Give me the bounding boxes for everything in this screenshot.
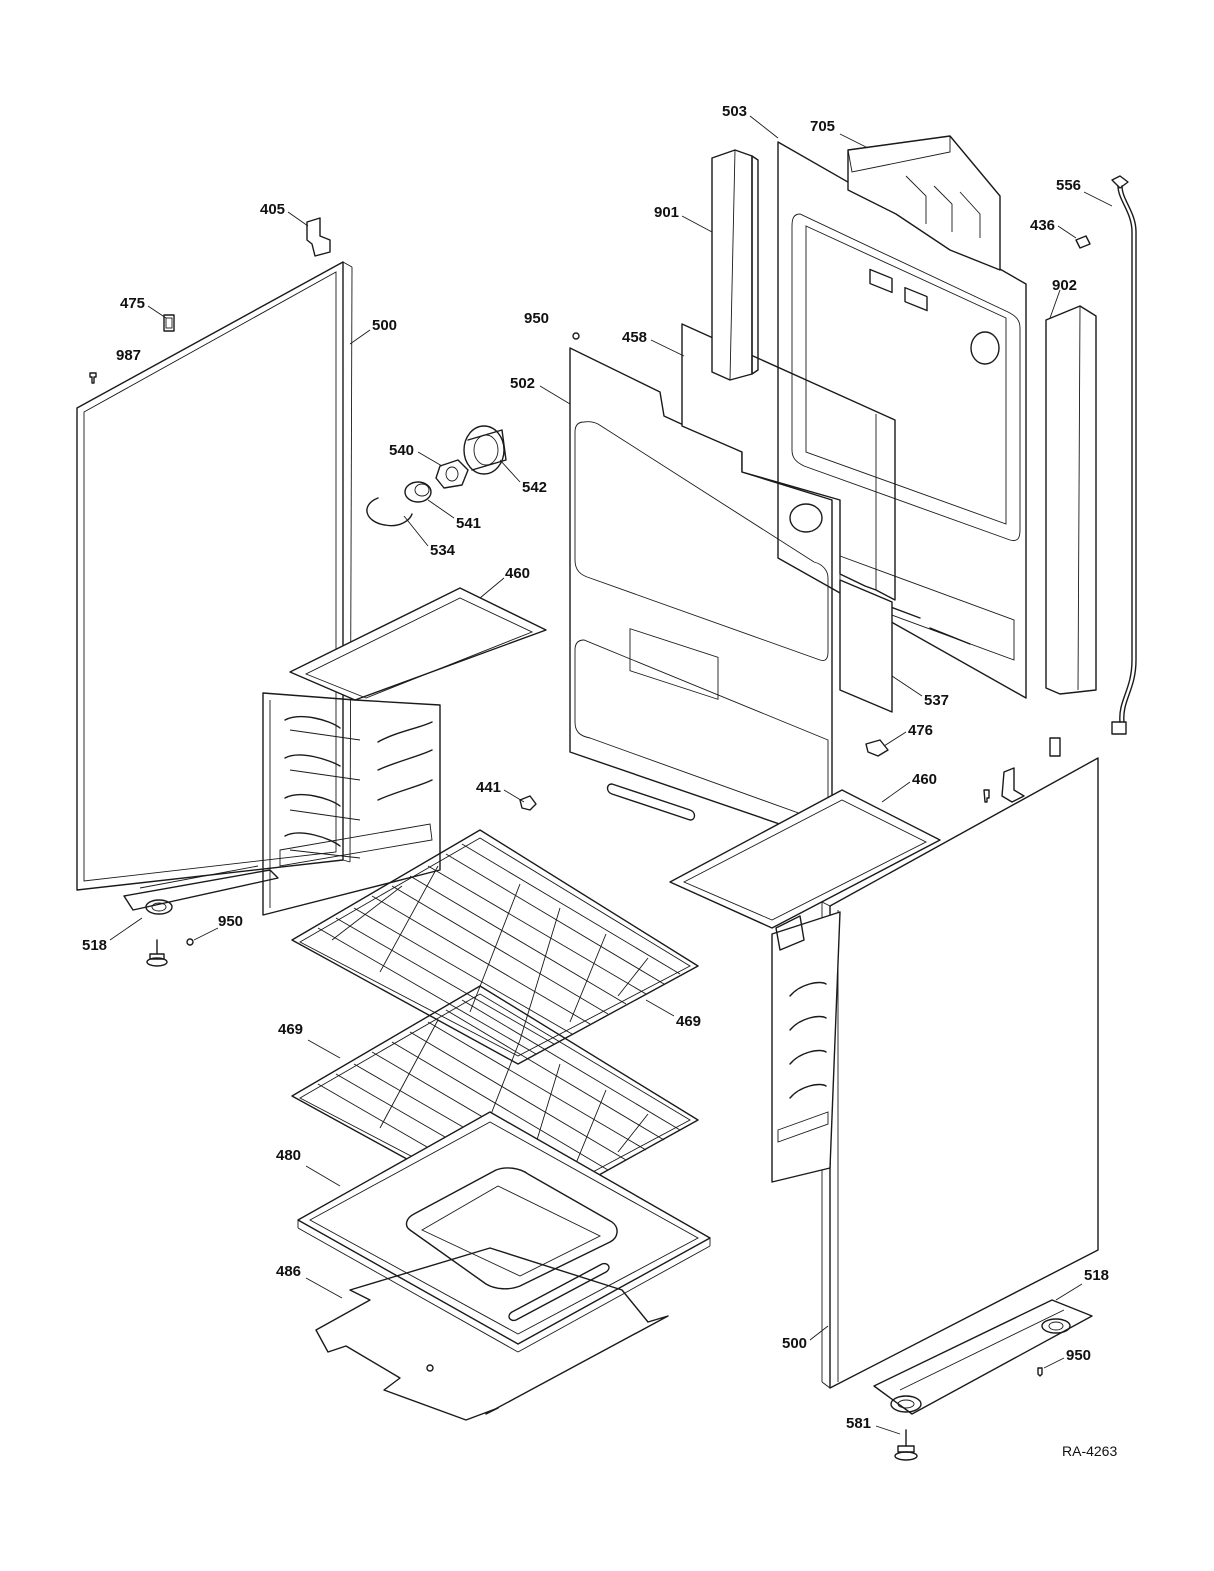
callout-901: 901 xyxy=(654,204,679,221)
screw-950-top xyxy=(572,332,580,340)
leveling-leg-581 xyxy=(894,1429,918,1461)
callout-503: 503 xyxy=(722,103,747,120)
callout-950-top: 950 xyxy=(524,310,549,327)
left-side-panel-frame xyxy=(76,261,353,891)
leveling-leg-left xyxy=(146,939,168,967)
callout-458: 458 xyxy=(622,329,647,346)
flue-duct-705 xyxy=(847,135,1001,271)
burner-orifice-541 xyxy=(404,481,432,503)
callout-537: 537 xyxy=(924,692,949,709)
callout-460-right: 460 xyxy=(912,771,937,788)
burner-441 xyxy=(519,795,537,811)
callout-987: 987 xyxy=(116,347,141,364)
callout-950-right: 950 xyxy=(1066,1347,1091,1364)
igniter-wire-534 xyxy=(366,497,413,527)
callout-542: 542 xyxy=(522,479,547,496)
callout-500-bottom: 500 xyxy=(782,1335,807,1352)
callout-518-left: 518 xyxy=(82,937,107,954)
callout-534: 534 xyxy=(430,542,456,559)
callout-486: 486 xyxy=(276,1263,301,1280)
callout-469-left: 469 xyxy=(278,1021,303,1038)
callout-540: 540 xyxy=(389,442,414,459)
left-base-rail xyxy=(123,865,279,915)
side-trim-901 xyxy=(711,149,759,381)
side-trim-902 xyxy=(1045,305,1097,695)
callout-502: 502 xyxy=(510,375,535,392)
brackets-top-right xyxy=(983,737,1061,803)
oven-bottom-480 xyxy=(297,1111,711,1353)
callout-460-left: 460 xyxy=(505,565,530,582)
burner-ring-542 xyxy=(463,425,507,475)
callout-581: 581 xyxy=(846,1415,871,1432)
drawing-reference: RA-4263 xyxy=(1062,1443,1117,1459)
oven-rack-upper xyxy=(291,829,699,1065)
callout-556: 556 xyxy=(1056,177,1081,194)
callout-541: 541 xyxy=(456,515,481,532)
bracket-405 xyxy=(306,217,331,257)
burner-valve-540 xyxy=(435,459,469,489)
screw-950-left xyxy=(186,938,194,946)
callout-476: 476 xyxy=(908,722,933,739)
right-base-rail xyxy=(873,1299,1093,1415)
clip-475 xyxy=(163,314,175,332)
callout-441: 441 xyxy=(476,779,501,796)
callout-480: 480 xyxy=(276,1147,301,1164)
leader-lines xyxy=(109,115,1113,1435)
callout-902: 902 xyxy=(1052,277,1077,294)
panel-537 xyxy=(839,579,893,713)
callout-705: 705 xyxy=(810,118,835,135)
callout-475: 475 xyxy=(120,295,145,312)
heat-shield-486 xyxy=(315,1247,669,1421)
callout-405: 405 xyxy=(260,201,285,218)
callout-436: 436 xyxy=(1030,217,1055,234)
clip-436 xyxy=(1075,235,1091,249)
right-oven-liner xyxy=(669,789,941,1183)
callout-500-top: 500 xyxy=(372,317,397,334)
callout-950-left: 950 xyxy=(218,913,243,930)
left-oven-liner-side xyxy=(262,587,547,916)
screw-950-right xyxy=(1037,1367,1043,1377)
callout-labels: 503 705 556 901 436 405 902 475 500 950 … xyxy=(82,103,1109,1432)
wire-harness-556 xyxy=(1111,175,1137,735)
callout-469-right: 469 xyxy=(676,1013,701,1030)
callout-518-right: 518 xyxy=(1084,1267,1109,1284)
screw-987 xyxy=(89,372,97,384)
bracket-476 xyxy=(865,739,889,757)
